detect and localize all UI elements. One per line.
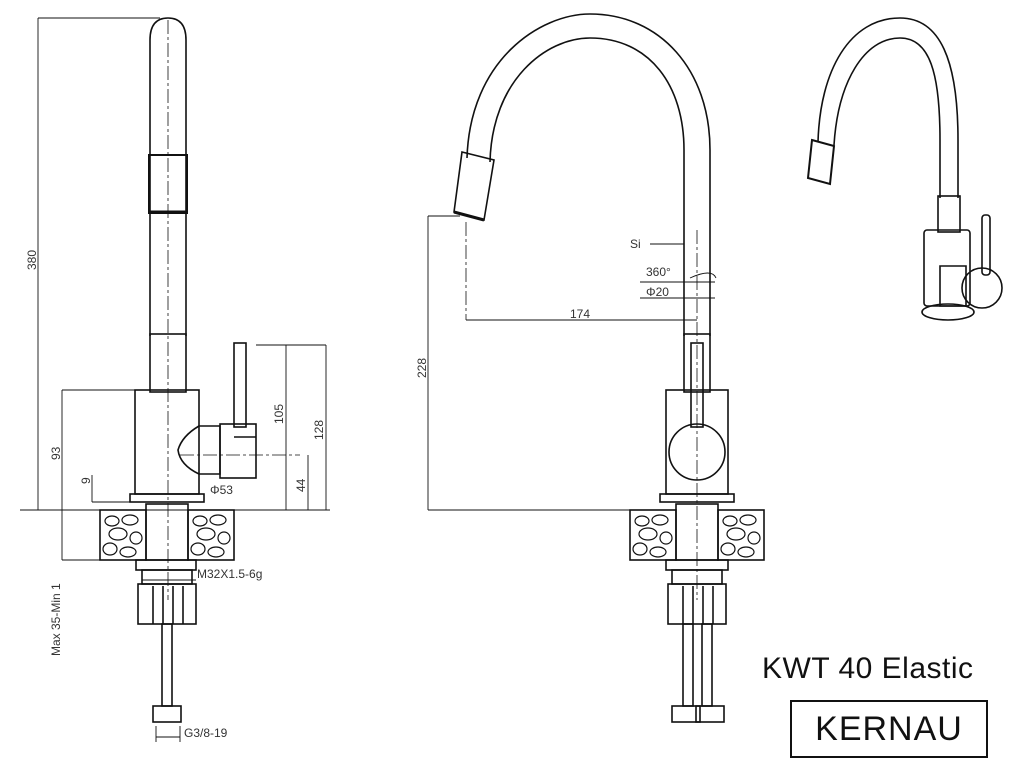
side-spout-tube — [149, 17, 187, 336]
dim-reach-174: 174 — [570, 307, 590, 321]
perspective-spout — [817, 17, 959, 198]
dim-lever-105: 105 — [272, 404, 286, 424]
perspective-view — [806, 17, 1003, 321]
dim-spout-height-228: 228 — [415, 358, 429, 378]
side-handle-joint — [177, 425, 221, 475]
side-base-ring — [129, 493, 205, 503]
label-si: Si — [630, 237, 641, 251]
dim-total-128: 128 — [312, 420, 326, 440]
dim-thread: M32X1.5-6g — [197, 567, 262, 581]
brand-logo: KERNAU — [790, 700, 988, 758]
label-rotation: 360° — [646, 265, 671, 279]
dim-counter-thickness: Max 35-Min 1 — [49, 583, 63, 656]
dim-base-diameter: Φ53 — [210, 483, 233, 497]
dim-diameter-20: Φ20 — [646, 285, 669, 299]
dim-hose: G3/8-19 — [184, 726, 228, 740]
side-handle-cap — [219, 423, 257, 479]
dim-axis-44: 44 — [294, 478, 308, 492]
dim-offset-9: 9 — [79, 477, 93, 484]
dim-body-93: 93 — [49, 446, 63, 460]
dim-height-380: 380 — [25, 250, 39, 270]
front-view — [427, 13, 765, 723]
side-hose-end — [152, 705, 182, 723]
front-spout-arc — [466, 13, 711, 336]
product-title: KWT 40 Elastic — [762, 652, 974, 685]
side-view — [20, 17, 330, 742]
side-lever — [233, 342, 247, 428]
